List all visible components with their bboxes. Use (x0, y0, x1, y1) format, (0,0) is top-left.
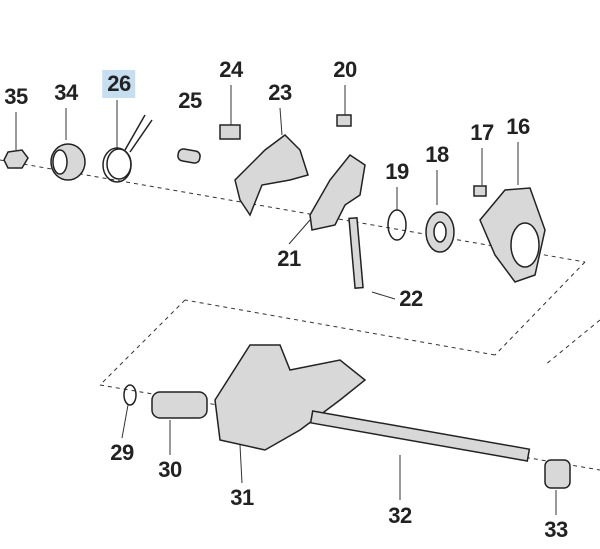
callout-24[interactable]: 24 (219, 57, 243, 82)
callout-29[interactable]: 29 (110, 440, 134, 465)
callout-30[interactable]: 30 (158, 457, 182, 482)
part-22-bolt (348, 216, 364, 290)
part-33-bushing (544, 459, 571, 489)
part-20-nut (336, 114, 352, 127)
callout-32[interactable]: 32 (388, 503, 412, 528)
part-19-ring (387, 209, 407, 241)
axis-lines (0, 159, 600, 471)
callout-26-highlighted[interactable]: 26 (102, 70, 136, 98)
callout-22[interactable]: 22 (399, 286, 423, 311)
callout-21[interactable]: 21 (277, 246, 301, 271)
part-32-shaft (309, 410, 531, 462)
part-24-bolt (219, 124, 241, 140)
part-29-ring (123, 384, 137, 406)
part-30-bushing (151, 391, 208, 419)
part-35-nut (3, 149, 29, 169)
callout-34[interactable]: 34 (54, 80, 78, 105)
part-26-spring (102, 114, 153, 183)
callout-16[interactable]: 16 (506, 114, 530, 139)
part-23-lever (234, 134, 309, 217)
leader-lines (15, 85, 557, 515)
callout-23[interactable]: 23 (268, 80, 292, 105)
callout-31[interactable]: 31 (230, 485, 254, 510)
callout-17[interactable]: 17 (470, 120, 494, 145)
callout-25[interactable]: 25 (178, 88, 202, 113)
part-31-bracket (214, 344, 367, 451)
callout-18[interactable]: 18 (425, 142, 449, 167)
callout-19[interactable]: 19 (385, 159, 409, 184)
callout-35[interactable]: 35 (4, 84, 28, 109)
part-21-arm (309, 153, 366, 231)
callout-20[interactable]: 20 (333, 57, 357, 82)
callout-33[interactable]: 33 (544, 517, 568, 542)
part-25-pin (177, 148, 201, 164)
part-17-screw (473, 185, 487, 197)
